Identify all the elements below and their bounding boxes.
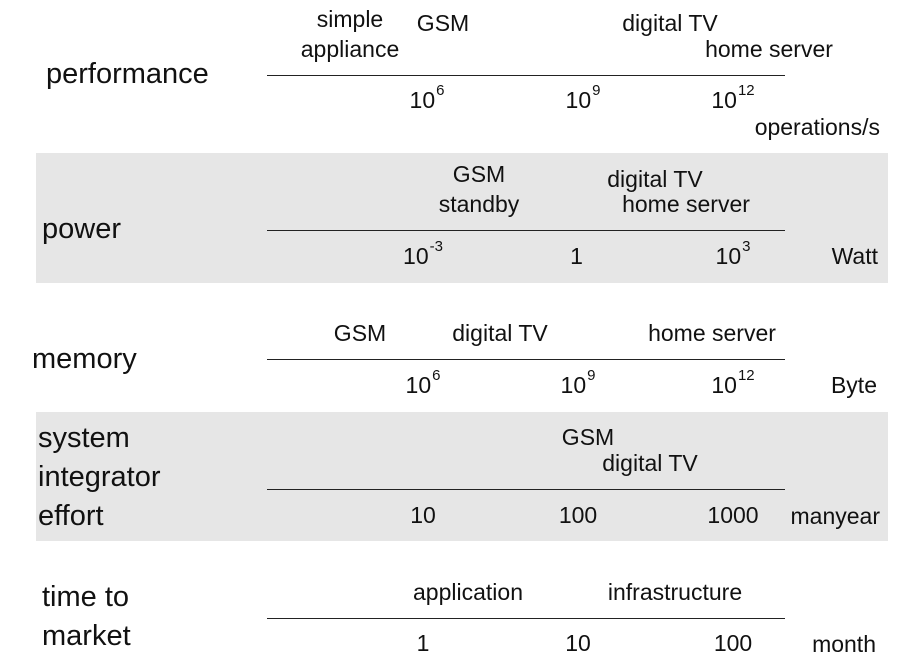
item-label: digital TV	[452, 320, 548, 346]
category-label: time to	[42, 581, 130, 613]
axis-line	[267, 618, 785, 619]
tick-label: 10-3	[403, 238, 443, 269]
tick-label: 1	[570, 243, 583, 269]
item-label: home server	[705, 36, 833, 62]
tick-label: 1000	[707, 502, 759, 528]
item-label: standby	[438, 191, 520, 217]
axis-line	[267, 230, 785, 231]
tick-label: 106	[405, 367, 441, 398]
tick-label: 1012	[711, 367, 755, 398]
item-label: simple	[316, 6, 384, 32]
category-label: system	[38, 422, 130, 454]
tick-label: 109	[560, 367, 596, 398]
item-label: appliance	[300, 36, 400, 62]
power-band	[36, 153, 888, 283]
category-label: performance	[46, 58, 209, 90]
item-label: GSM	[416, 10, 470, 36]
item-label: home server	[648, 320, 776, 346]
tick-label: 1012	[711, 82, 755, 113]
item-label: digital TV	[607, 166, 703, 192]
category-label: integrator	[38, 461, 161, 493]
axis-line	[267, 359, 785, 360]
item-label: digital TV	[622, 10, 718, 36]
item-label: home server	[622, 191, 750, 217]
tick-label: 100	[558, 502, 598, 528]
tick-label: 103	[715, 238, 751, 269]
tick-label: 1	[416, 630, 430, 656]
item-label: digital TV	[602, 450, 698, 476]
category-label: power	[42, 213, 121, 245]
item-label: application	[413, 579, 523, 605]
tick-label: 100	[713, 630, 753, 656]
category-label: effort	[38, 500, 104, 532]
unit-label: Byte	[830, 372, 877, 398]
item-label: GSM	[452, 161, 506, 187]
tick-label: 106	[409, 82, 445, 113]
unit-label: month	[812, 631, 876, 657]
unit-label: operations/s	[754, 114, 880, 140]
item-label: GSM	[561, 424, 615, 450]
axis-line	[267, 75, 785, 76]
tick-label: 10	[565, 630, 591, 656]
unit-label: manyear	[790, 503, 880, 529]
category-label: memory	[32, 343, 137, 375]
unit-label: Watt	[831, 243, 878, 269]
tick-label: 10	[410, 502, 436, 528]
category-label: market	[42, 620, 131, 652]
axis-line	[267, 489, 785, 490]
item-label: GSM	[333, 320, 387, 346]
tick-label: 109	[565, 82, 601, 113]
effort-band	[36, 412, 888, 541]
item-label: infrastructure	[607, 579, 743, 605]
